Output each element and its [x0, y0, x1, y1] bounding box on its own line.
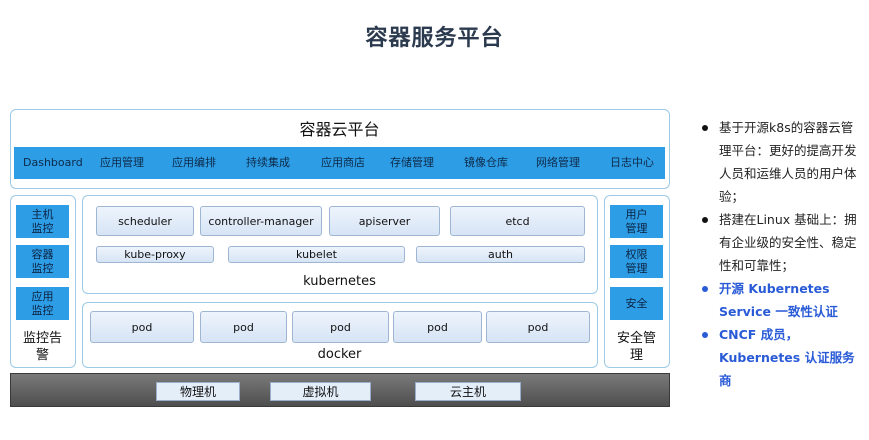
nav-item-app-store[interactable]: 应用商店: [321, 156, 365, 169]
security-caption: 安全管理: [616, 331, 656, 363]
pod-box: pod: [292, 311, 389, 343]
cloud-nav-bar: Dashboard 应用管理 应用编排 持续集成 应用商店 存储管理 镜像仓库 …: [14, 147, 665, 179]
security-button[interactable]: 安全: [610, 287, 663, 320]
auth-box: auth: [416, 246, 585, 263]
user-management-button[interactable]: 用户管理: [610, 205, 663, 238]
bullet-icon: [702, 125, 708, 131]
container-monitoring-button[interactable]: 容器监控: [16, 245, 69, 278]
docker-panel: pod pod pod pod pod docker: [82, 302, 598, 368]
nav-item-ci[interactable]: 持续集成: [246, 156, 290, 169]
kubelet-box: kubelet: [228, 246, 405, 263]
scheduler-box: scheduler: [96, 206, 194, 236]
cloud-host-box: 云主机: [415, 382, 521, 401]
note-item: 搭建在Linux 基础上：拥有企业级的安全性、稳定性和可靠性；: [700, 208, 865, 277]
cloud-platform-title: 容器云平台: [299, 120, 380, 139]
etcd-box: etcd: [450, 206, 585, 236]
docker-caption: docker: [317, 347, 362, 362]
security-panel: 用户管理 权限管理 安全 安全管理: [604, 195, 670, 368]
monitoring-caption: 监控告警: [22, 331, 62, 363]
kubernetes-panel: scheduler controller-manager apiserver e…: [82, 195, 598, 294]
nav-item-app-orchestration[interactable]: 应用编排: [172, 156, 216, 169]
nav-item-storage[interactable]: 存储管理: [390, 156, 434, 169]
nav-item-image-registry[interactable]: 镜像仓库: [464, 156, 508, 169]
pod-box: pod: [200, 311, 287, 343]
nav-item-dashboard[interactable]: Dashboard: [23, 156, 83, 169]
hardware-bar: 物理机 虚拟机 云主机: [10, 373, 670, 407]
pod-box: pod: [90, 311, 194, 343]
apiserver-box: apiserver: [329, 206, 440, 236]
permission-management-button[interactable]: 权限管理: [610, 245, 663, 278]
controller-manager-box: controller-manager: [200, 206, 322, 236]
bullet-icon: [702, 332, 708, 338]
pod-box: pod: [393, 311, 482, 343]
kube-proxy-box: kube-proxy: [96, 246, 214, 263]
physical-machine-box: 物理机: [156, 382, 240, 401]
bullet-icon: [702, 286, 708, 292]
cloud-platform-panel: 容器云平台 Dashboard 应用管理 应用编排 持续集成 应用商店 存储管理…: [10, 109, 670, 189]
pod-box: pod: [486, 311, 590, 343]
kubernetes-caption: kubernetes: [303, 274, 376, 289]
host-monitoring-button[interactable]: 主机监控: [16, 205, 69, 238]
nav-item-network[interactable]: 网络管理: [536, 156, 580, 169]
note-item-highlight: CNCF 成员，Kubernetes 认证服务商: [700, 323, 865, 392]
page-title: 容器服务平台: [365, 26, 504, 51]
note-item-highlight: 开源 Kubernetes Service 一致性认证: [700, 277, 865, 323]
note-item: 基于开源k8s的容器云管理平台：更好的提高开发人员和运维人员的用户体验；: [700, 116, 865, 208]
nav-item-app-management[interactable]: 应用管理: [100, 156, 144, 169]
virtual-machine-box: 虚拟机: [270, 382, 371, 401]
nav-item-logs[interactable]: 日志中心: [610, 156, 654, 169]
app-monitoring-button[interactable]: 应用监控: [16, 287, 69, 320]
feature-notes: 基于开源k8s的容器云管理平台：更好的提高开发人员和运维人员的用户体验； 搭建在…: [700, 116, 865, 392]
bullet-icon: [702, 217, 708, 223]
monitoring-panel: 主机监控 容器监控 应用监控 监控告警: [10, 195, 76, 368]
